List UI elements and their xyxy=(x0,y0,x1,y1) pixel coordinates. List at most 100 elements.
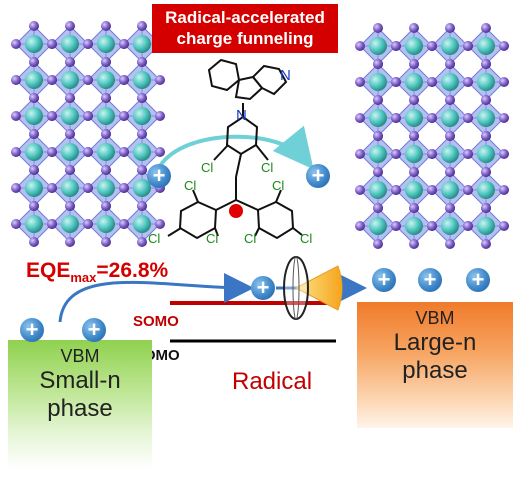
b-site-atom xyxy=(97,215,115,233)
x-site-atom xyxy=(409,239,419,249)
x-site-atom xyxy=(65,201,75,211)
x-site-atom xyxy=(427,149,437,159)
b-site-atom xyxy=(25,143,43,161)
hole-charge-icon: + xyxy=(251,276,275,300)
b-site-atom xyxy=(369,109,387,127)
x-site-atom xyxy=(47,75,57,85)
x-site-atom xyxy=(391,149,401,159)
b-site-atom xyxy=(61,179,79,197)
b-site-atom xyxy=(405,217,423,235)
x-site-atom xyxy=(155,219,165,229)
b-site-atom xyxy=(477,145,495,163)
x-site-atom xyxy=(409,131,419,141)
small-phase-vbm-label: VBM xyxy=(60,346,100,366)
b-site-atom xyxy=(61,71,79,89)
x-site-atom xyxy=(373,23,383,33)
x-site-atom xyxy=(137,93,147,103)
b-site-atom xyxy=(369,145,387,163)
x-site-atom xyxy=(29,165,39,175)
x-site-atom xyxy=(47,219,57,229)
hole-charge-icon: + xyxy=(372,268,396,292)
x-site-atom xyxy=(427,41,437,51)
chlorine-label: Cl xyxy=(244,231,256,246)
chlorine-label: Cl xyxy=(261,160,273,175)
hole-charge-icon: + xyxy=(20,318,44,342)
b-site-atom xyxy=(133,179,151,197)
b-site-atom xyxy=(441,37,459,55)
b-site-atom xyxy=(25,107,43,125)
b-site-atom xyxy=(369,217,387,235)
x-site-atom xyxy=(155,111,165,121)
x-site-atom xyxy=(119,219,129,229)
hole-charge-icon: + xyxy=(82,318,106,342)
x-site-atom xyxy=(101,201,111,211)
nitrogen-label: N xyxy=(280,67,291,84)
b-site-atom xyxy=(441,145,459,163)
x-site-atom xyxy=(101,165,111,175)
x-site-atom xyxy=(47,183,57,193)
x-site-atom xyxy=(155,147,165,157)
x-site-atom xyxy=(445,167,455,177)
large-phase-name-line-1: Large-n xyxy=(393,329,477,356)
b-site-atom xyxy=(25,179,43,197)
x-site-atom xyxy=(463,185,473,195)
x-site-atom xyxy=(83,183,93,193)
x-site-atom xyxy=(47,39,57,49)
x-site-atom xyxy=(445,203,455,213)
b-site-atom xyxy=(441,181,459,199)
small-phase-name-line-1: Small-n xyxy=(39,367,121,394)
b-site-atom xyxy=(61,107,79,125)
x-site-atom xyxy=(65,129,75,139)
b-site-atom xyxy=(97,143,115,161)
x-site-atom xyxy=(409,203,419,213)
x-site-atom xyxy=(391,113,401,123)
small-phase-name-line-2: phase xyxy=(47,395,113,422)
x-site-atom xyxy=(481,239,491,249)
x-site-atom xyxy=(65,237,75,247)
x-site-atom xyxy=(11,147,21,157)
x-site-atom xyxy=(463,221,473,231)
small-n-perovskite-lattice xyxy=(11,21,165,247)
x-site-atom xyxy=(101,21,111,31)
eqe-label: EQEmax=26.8% xyxy=(26,259,168,285)
x-site-atom xyxy=(65,57,75,67)
x-site-atom xyxy=(499,41,509,51)
x-site-atom xyxy=(29,201,39,211)
x-site-atom xyxy=(499,221,509,231)
hole-charge-icon: + xyxy=(418,268,442,292)
chlorine-label: Cl xyxy=(206,231,218,246)
x-site-atom xyxy=(391,77,401,87)
diagram-title: Radical-accelerated charge funneling xyxy=(152,4,338,53)
x-site-atom xyxy=(499,77,509,87)
hole-charge-icon: + xyxy=(306,164,330,188)
radical-label: Radical xyxy=(232,368,313,395)
x-site-atom xyxy=(373,95,383,105)
b-site-atom xyxy=(61,35,79,53)
radical-hopping-arrow xyxy=(158,125,314,170)
x-site-atom xyxy=(11,75,21,85)
x-site-atom xyxy=(137,237,147,247)
funnel-icon xyxy=(283,256,343,320)
x-site-atom xyxy=(11,183,21,193)
x-site-atom xyxy=(29,57,39,67)
b-site-atom xyxy=(25,71,43,89)
x-site-atom xyxy=(101,57,111,67)
x-site-atom xyxy=(373,167,383,177)
b-site-atom xyxy=(369,37,387,55)
x-site-atom xyxy=(47,111,57,121)
x-site-atom xyxy=(499,185,509,195)
x-site-atom xyxy=(499,149,509,159)
x-site-atom xyxy=(391,41,401,51)
b-site-atom xyxy=(61,215,79,233)
b-site-atom xyxy=(97,179,115,197)
x-site-atom xyxy=(119,183,129,193)
x-site-atom xyxy=(119,147,129,157)
x-site-atom xyxy=(11,39,21,49)
x-site-atom xyxy=(409,59,419,69)
b-site-atom xyxy=(441,73,459,91)
x-site-atom xyxy=(391,185,401,195)
x-site-atom xyxy=(101,93,111,103)
chlorine-label: Cl xyxy=(272,178,284,193)
x-site-atom xyxy=(355,149,365,159)
hole-charge-icon: + xyxy=(147,164,171,188)
